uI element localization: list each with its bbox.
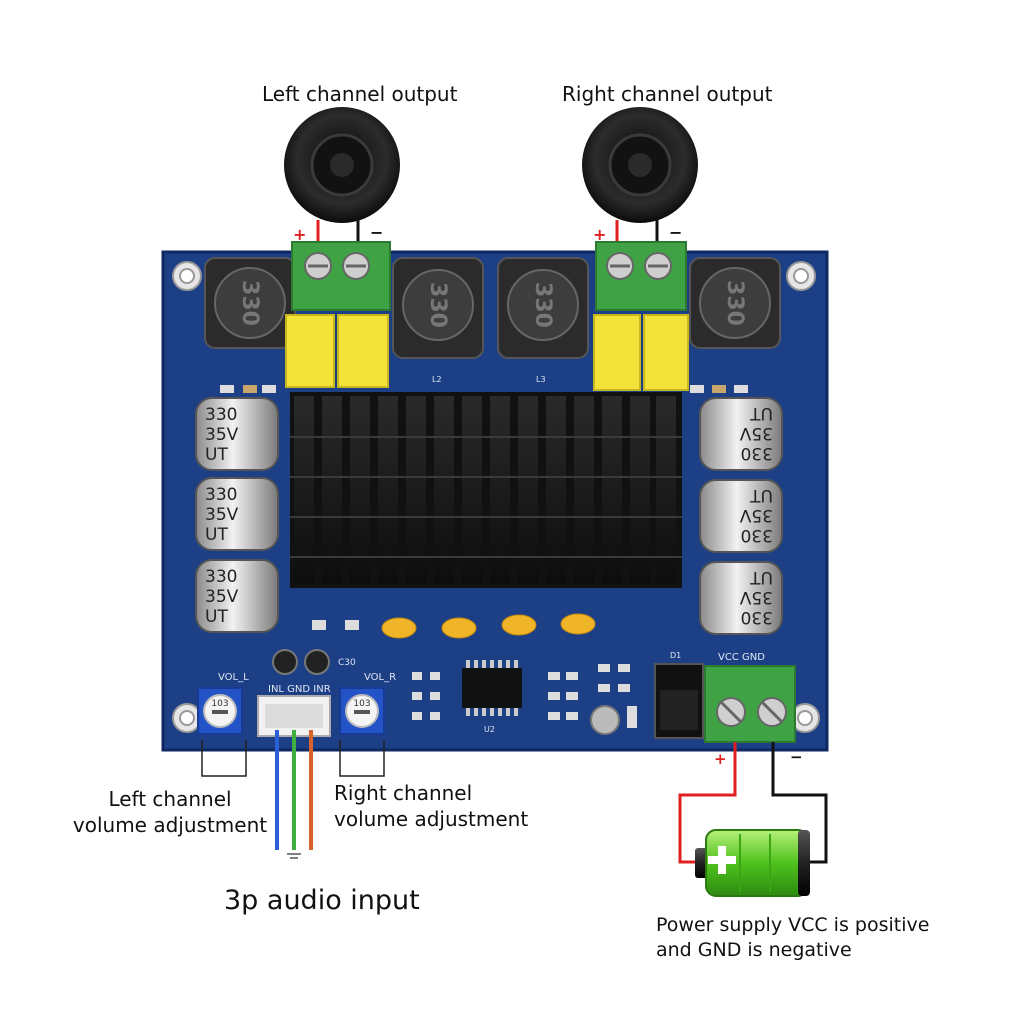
svg-text:103: 103: [211, 699, 228, 709]
svg-text:330: 330: [205, 567, 237, 587]
silk-vol-r: VOL_R: [364, 672, 396, 683]
silk-u2: U2: [484, 725, 495, 734]
power-plus-sign: +: [714, 750, 727, 768]
mounting-holes: [172, 261, 820, 733]
audio-input-connector: [257, 695, 331, 737]
heatsink: [290, 392, 682, 588]
left-minus-sign: −: [370, 223, 383, 242]
svg-text:35V: 35V: [205, 505, 239, 525]
inductor: 330: [497, 257, 589, 359]
battery-icon: [695, 829, 810, 897]
inductor: 330: [392, 257, 484, 359]
right-volume-potentiometer[interactable]: 103: [339, 687, 385, 735]
smd-row: [312, 620, 359, 630]
silk-vcc-gnd: VCC GND: [718, 652, 765, 663]
silk-l2: L2: [432, 375, 442, 384]
svg-text:330: 330: [205, 405, 237, 425]
ceramic-capacitors: [381, 613, 596, 639]
power-supply-label: Power supply VCC is positive and GND is …: [656, 914, 930, 961]
left-channel-output-label: Left channel output: [262, 82, 458, 106]
right-speaker-icon: [582, 107, 698, 223]
inductor: 330: [204, 257, 296, 349]
silk-l3: L3: [536, 375, 546, 384]
power-wires: [678, 742, 828, 864]
small-capacitors: [272, 649, 330, 675]
electrolytic-capacitor: 330 35V UT: [699, 561, 783, 635]
left-plus-sign: +: [293, 225, 306, 244]
silk-input-pins: INL GND INR: [268, 684, 331, 695]
smd-components-top: [220, 385, 748, 393]
svg-text:330: 330: [741, 443, 773, 463]
right-plus-sign: +: [593, 225, 606, 244]
left-volume-label: Left channel volume adjustment: [72, 787, 268, 837]
power-minus-sign: −: [790, 748, 803, 766]
power-terminal: [704, 665, 796, 743]
left-speaker-icon: [284, 107, 400, 223]
left-volume-potentiometer[interactable]: 103: [197, 687, 243, 735]
svg-text:UT: UT: [750, 403, 773, 423]
electrolytic-capacitor: 330 35V UT: [195, 477, 279, 551]
electrolytic-capacitor: 330 35V UT: [195, 559, 279, 633]
small-electrolytic: [590, 705, 637, 735]
svg-text:330: 330: [425, 282, 450, 328]
volume-callout-brackets: [201, 740, 385, 777]
film-capacitors: [285, 314, 689, 391]
right-channel-output-label: Right channel output: [562, 82, 773, 106]
silk-vol-l: VOL_L: [218, 672, 249, 683]
svg-text:35V: 35V: [739, 505, 773, 525]
right-speaker-terminal: [595, 241, 687, 311]
inductor: 330: [689, 257, 781, 349]
svg-text:UT: UT: [205, 445, 228, 465]
electrolytic-capacitor: 330 35V UT: [699, 397, 783, 471]
svg-text:330: 330: [722, 280, 747, 326]
ground-symbol-icon: [287, 853, 301, 859]
right-minus-sign: −: [669, 223, 682, 242]
svg-text:UT: UT: [750, 567, 773, 587]
regulator-d1: [654, 663, 704, 739]
svg-text:330: 330: [530, 282, 555, 328]
electrolytic-capacitor: 330 35V UT: [195, 397, 279, 471]
svg-text:35V: 35V: [205, 587, 239, 607]
svg-text:35V: 35V: [739, 423, 773, 443]
svg-text:330: 330: [205, 485, 237, 505]
smd-components-bottom: [412, 664, 630, 720]
svg-text:103: 103: [353, 699, 370, 709]
svg-text:35V: 35V: [205, 425, 239, 445]
electrolytic-capacitor: 330 35V UT: [699, 479, 783, 553]
svg-text:UT: UT: [750, 485, 773, 505]
svg-text:UT: UT: [205, 525, 228, 545]
left-speaker-terminal: [291, 241, 391, 311]
audio-input-label: 3p audio input: [224, 885, 420, 916]
silk-d1: D1: [670, 651, 681, 660]
svg-text:330: 330: [237, 280, 262, 326]
svg-text:UT: UT: [205, 607, 228, 627]
silk-c30: C30: [338, 658, 356, 668]
audio-input-wires: [275, 730, 313, 850]
svg-text:330: 330: [741, 525, 773, 545]
svg-text:35V: 35V: [739, 587, 773, 607]
ic-u2: [462, 660, 522, 716]
right-volume-label: Right channel volume adjustment: [334, 781, 529, 831]
svg-text:330: 330: [741, 607, 773, 627]
